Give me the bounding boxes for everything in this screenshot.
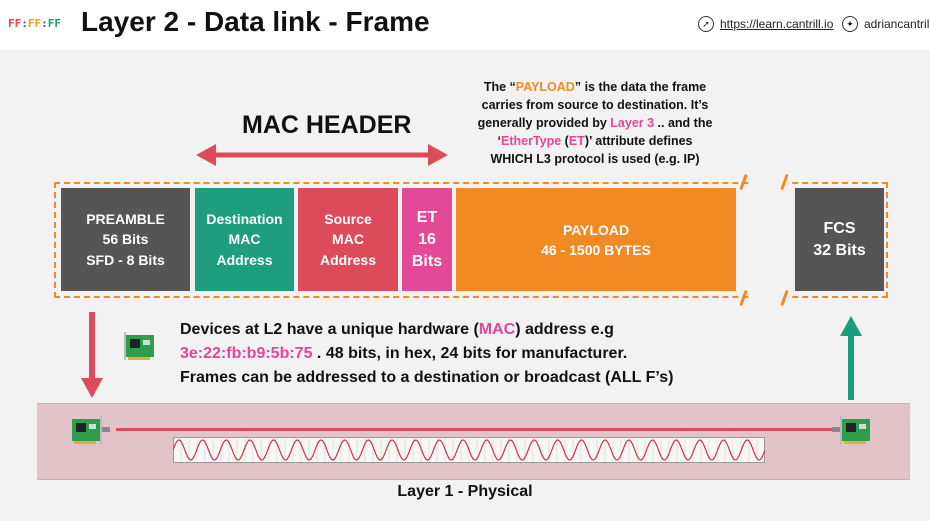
info-text-span: . 48 bits, in hex, 24 bits for manufactu… bbox=[312, 345, 628, 362]
network-card-icon bbox=[124, 332, 154, 360]
payload-note-line-1: The “PAYLOAD” is the data the frame bbox=[450, 78, 740, 96]
website-link[interactable]: ➚ https://learn.cantrill.io bbox=[698, 16, 833, 32]
field-label: Destination bbox=[206, 210, 283, 227]
field-label: PREAMBLE bbox=[86, 210, 165, 227]
note-text: ” is the data the frame bbox=[574, 80, 707, 94]
top-bar bbox=[0, 0, 930, 50]
source-mac-field: Source MAC Address bbox=[298, 188, 398, 291]
field-label: Address bbox=[216, 251, 273, 268]
payload-note-line-2: carries from source to destination. It’s bbox=[481, 98, 709, 112]
field-label: 46 - 1500 BYTES bbox=[541, 241, 651, 258]
double-arrow-icon bbox=[196, 144, 448, 166]
info-mac-word: MAC bbox=[478, 321, 516, 338]
field-label: Address bbox=[319, 251, 377, 268]
logo-part-1: FF bbox=[8, 17, 22, 30]
network-card-icon bbox=[832, 416, 870, 444]
field-label: Source bbox=[324, 210, 372, 227]
frame-outline bbox=[54, 182, 888, 298]
network-card-icon bbox=[72, 416, 110, 444]
info-text-span: Devices at L2 have a unique hardware ( bbox=[180, 321, 479, 338]
frame-gap bbox=[752, 176, 788, 302]
fcs-field: FCS 32 Bits bbox=[795, 188, 884, 291]
logo: FF:FF:FF bbox=[8, 17, 61, 30]
twitter-handle[interactable]: adriancantrill bbox=[864, 17, 930, 31]
payload-field: PAYLOAD 46 - 1500 BYTES bbox=[456, 188, 736, 291]
physical-wire bbox=[116, 428, 832, 431]
logo-part-3: FF bbox=[47, 17, 61, 30]
note-text: generally provided by bbox=[477, 116, 611, 130]
info-line-1: Devices at L2 have a unique hardware (MA… bbox=[180, 318, 673, 342]
info-text-span: ) address e.g bbox=[515, 321, 614, 338]
page-title: Layer 2 - Data link - Frame bbox=[81, 6, 430, 37]
note-text: ‘ bbox=[497, 134, 501, 148]
twitter-link[interactable]: ✦ adriancantrill bbox=[842, 16, 930, 32]
info-line-2: 3e:22:fb:b9:5b:75 . 48 bits, in hex, 24 … bbox=[180, 342, 673, 366]
destination-mac-field: Destination MAC Address bbox=[195, 188, 294, 291]
note-layer3-word: Layer 3 bbox=[610, 116, 655, 130]
compass-icon: ➚ bbox=[698, 16, 714, 32]
note-text: ( bbox=[561, 134, 569, 148]
preamble-field: PREAMBLE 56 Bits SFD - 8 Bits bbox=[61, 188, 190, 291]
field-label: ET bbox=[416, 208, 438, 226]
logo-sep-2: : bbox=[41, 17, 48, 30]
note-text: )’ attribute defines bbox=[584, 134, 693, 148]
field-label: FCS bbox=[823, 219, 856, 237]
payload-note-line-4: ‘EtherType (ET)’ attribute defines bbox=[450, 132, 740, 150]
field-label: 56 Bits bbox=[102, 231, 149, 248]
payload-note-line-5: WHICH L3 protocol is used (e.g. IP) bbox=[490, 152, 700, 166]
layer1-label: Layer 1 - Physical bbox=[397, 483, 533, 500]
logo-part-2: FF bbox=[27, 17, 42, 30]
info-text: Devices at L2 have a unique hardware (MA… bbox=[180, 318, 673, 390]
twitter-icon: ✦ bbox=[842, 16, 858, 32]
field-label: Bits bbox=[411, 252, 443, 270]
ethertype-field: ET 16 Bits bbox=[402, 188, 452, 291]
website-link-text[interactable]: https://learn.cantrill.io bbox=[720, 17, 834, 31]
info-line-3: Frames can be addressed to a destination… bbox=[180, 369, 674, 386]
payload-note: The “PAYLOAD” is the data the frame carr… bbox=[450, 78, 740, 168]
field-label: 16 bbox=[418, 230, 436, 248]
note-payload-word: PAYLOAD bbox=[515, 80, 575, 94]
example-mac-address: 3e:22:fb:b9:5b:75 bbox=[180, 345, 313, 362]
note-et-word: ET bbox=[568, 134, 585, 148]
up-arrow-icon bbox=[840, 316, 862, 400]
field-label: 32 Bits bbox=[813, 241, 866, 259]
logo-sep-1: : bbox=[21, 17, 28, 30]
mac-header-label: MAC HEADER bbox=[242, 111, 412, 139]
note-text: The “ bbox=[483, 80, 516, 94]
field-label: PAYLOAD bbox=[562, 221, 630, 238]
signal-waveform bbox=[173, 437, 765, 463]
payload-note-line-3: generally provided by Layer 3 .. and the bbox=[450, 114, 740, 132]
field-label: MAC bbox=[332, 231, 364, 248]
field-label: MAC bbox=[228, 231, 261, 248]
note-ethertype-word: EtherType bbox=[501, 134, 562, 148]
down-arrow-icon bbox=[81, 312, 103, 398]
field-label: SFD - 8 Bits bbox=[86, 251, 165, 268]
note-text: .. and the bbox=[654, 116, 713, 130]
